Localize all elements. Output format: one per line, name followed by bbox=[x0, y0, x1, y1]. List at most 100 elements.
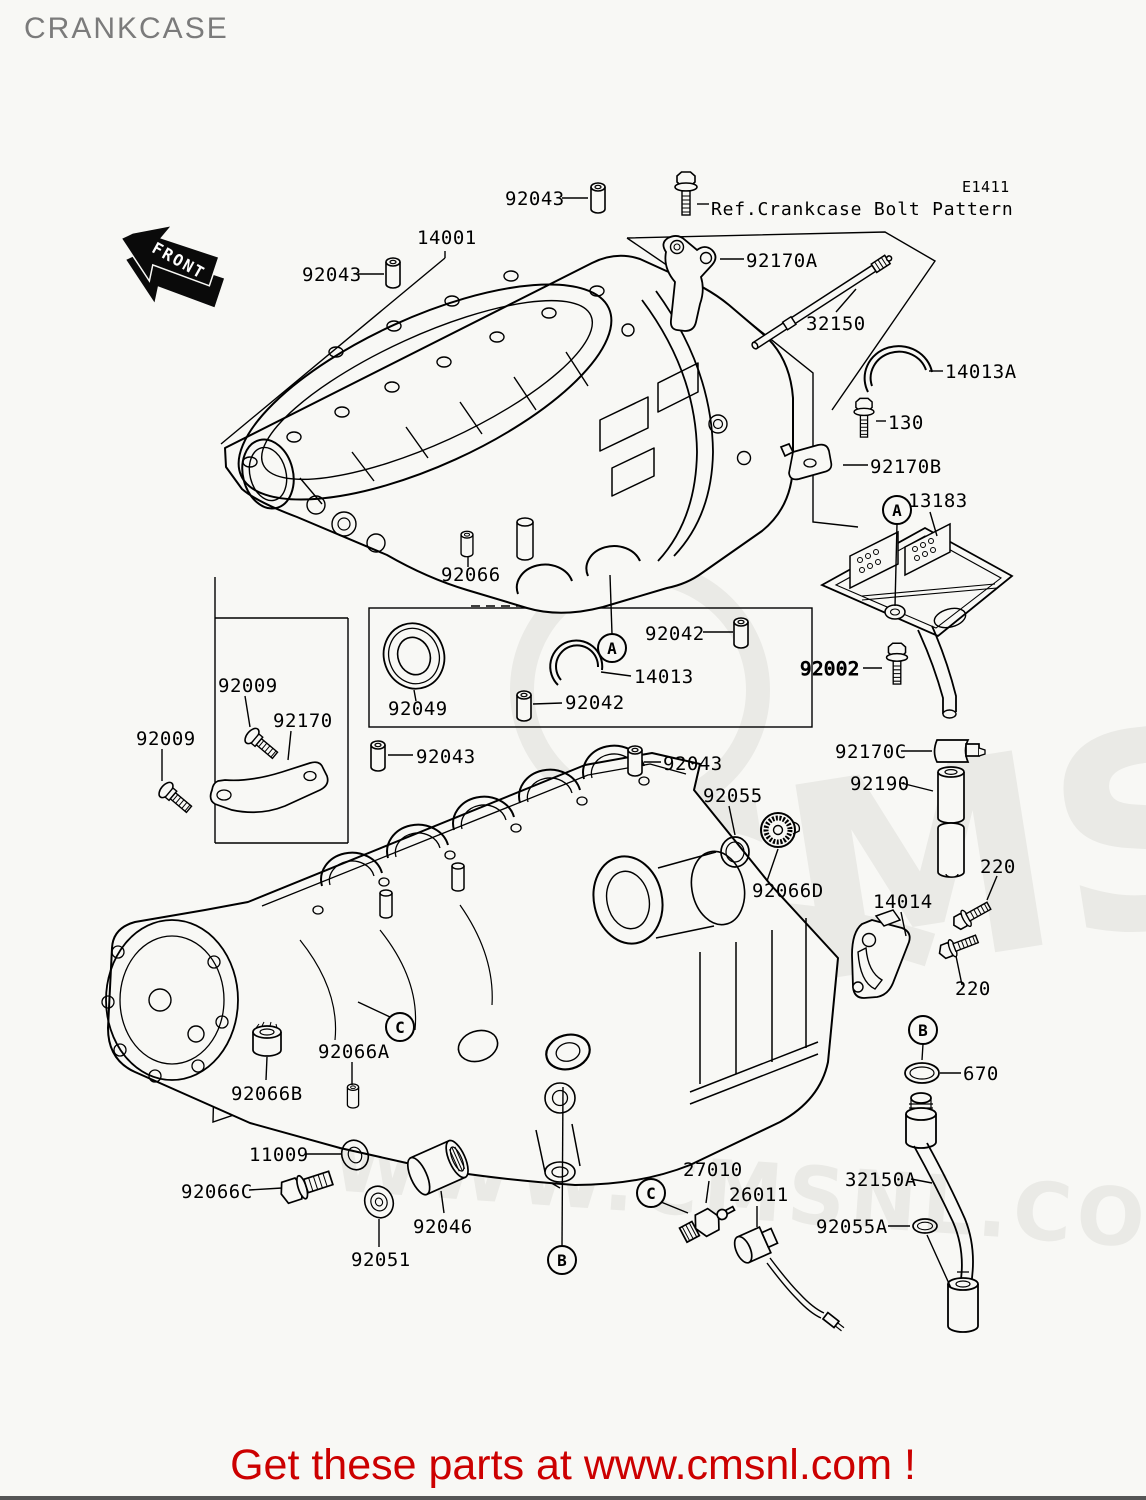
leader-circle-C-5 bbox=[660, 1201, 689, 1214]
leader-92170 bbox=[287, 730, 292, 761]
callout-14013A: 14013A bbox=[945, 361, 1017, 383]
svg-text:C: C bbox=[646, 1184, 656, 1203]
part-dowel-92043-left bbox=[385, 257, 401, 289]
bottom-bar bbox=[0, 1496, 1146, 1500]
part-plate-13183 bbox=[819, 522, 1014, 719]
leader-circle-B-3 bbox=[561, 1086, 564, 1247]
callout-92002: 92002 bbox=[800, 658, 882, 681]
front-arrow-icon: FRONT bbox=[120, 224, 225, 308]
ref-circle-a-1: A bbox=[597, 633, 627, 663]
part-seal-11009 bbox=[340, 1139, 370, 1171]
callout-32150: 32150 bbox=[806, 313, 866, 335]
part-sensor-26011 bbox=[733, 1226, 845, 1332]
callout-32150A: 32150A bbox=[845, 1169, 917, 1191]
callout-92042-right: 92042 bbox=[645, 623, 705, 645]
callout-130: 130 bbox=[888, 412, 924, 434]
leader-220-top bbox=[986, 875, 998, 901]
callout-92043-top: 92043 bbox=[505, 188, 565, 210]
callout-220-bottom: 220 bbox=[955, 978, 991, 1000]
part-oring-670 bbox=[904, 1062, 940, 1084]
callout-92043-c1: 92043 bbox=[416, 746, 476, 768]
leader-circle-A-1 bbox=[609, 574, 613, 635]
callout-92066B: 92066B bbox=[231, 1083, 303, 1105]
svg-text:A: A bbox=[892, 501, 902, 520]
callout-92066C: 92066C bbox=[181, 1181, 253, 1203]
leader-92009-top bbox=[244, 695, 251, 728]
callout-92055A: 92055A bbox=[816, 1216, 888, 1238]
upper-crankcase-art bbox=[224, 254, 794, 614]
part-pipe-32150A bbox=[905, 1092, 979, 1333]
callout-92046: 92046 bbox=[413, 1216, 473, 1238]
page-title: CRANKCASE bbox=[24, 12, 229, 45]
ref-circle-c-4: C bbox=[385, 1012, 415, 1042]
part-plug-92066A bbox=[346, 1083, 360, 1109]
leader-circle-A-0 bbox=[894, 523, 898, 607]
callout-670: 670 bbox=[963, 1063, 999, 1085]
svg-text:B: B bbox=[918, 1021, 928, 1040]
svg-text:92002: 92002 bbox=[800, 658, 860, 680]
leader-92055A bbox=[926, 1234, 952, 1289]
leader-32150 bbox=[835, 288, 857, 313]
callout-92170: 92170 bbox=[273, 710, 333, 732]
leader-14014 bbox=[900, 911, 907, 937]
callout-92170B: 92170B bbox=[870, 456, 942, 478]
leader-circle-C-4 bbox=[357, 1001, 391, 1018]
leader-circle-B-2 bbox=[921, 1043, 924, 1061]
leader-92066C bbox=[248, 1187, 283, 1191]
part-oil-seal-92049 bbox=[382, 622, 446, 690]
callout-92051: 92051 bbox=[351, 1249, 411, 1271]
leader-92190 bbox=[900, 782, 934, 792]
part-bracket-92170B bbox=[779, 442, 833, 481]
leader-92055 bbox=[728, 805, 736, 836]
part-bracket-92170A bbox=[662, 235, 717, 332]
callout-11009: 11009 bbox=[249, 1144, 309, 1166]
callout-13183: 13183 bbox=[908, 490, 968, 512]
callout-92170C: 92170C bbox=[835, 741, 907, 763]
ref-circle-a-0: A bbox=[882, 495, 912, 525]
part-dowel-92043-c1 bbox=[370, 740, 386, 772]
leader-32150A bbox=[910, 1178, 933, 1184]
part-halfring-14013A bbox=[863, 345, 933, 393]
part-dowel-92043-c2 bbox=[627, 745, 643, 777]
leader-14013 bbox=[600, 671, 632, 677]
part-bearing-92046 bbox=[406, 1139, 469, 1196]
callout-26011: 26011 bbox=[729, 1184, 789, 1206]
leader-13183 bbox=[929, 511, 938, 537]
part-seal-92051 bbox=[363, 1185, 395, 1219]
callout-e1411: E1411 bbox=[962, 178, 1010, 196]
leader-92046 bbox=[440, 1190, 445, 1214]
callout-92042-center: 92042 bbox=[565, 692, 625, 714]
part-plug-92066D bbox=[760, 812, 801, 848]
parts-art: 92002 bbox=[155, 171, 1014, 1333]
leader-92066B bbox=[265, 1056, 268, 1081]
part-oring-92055 bbox=[720, 836, 750, 868]
leader-92049 bbox=[413, 689, 417, 702]
part-dowel-92042-right bbox=[733, 617, 749, 649]
part-halfring-14013 bbox=[549, 639, 604, 686]
callout-92170A: 92170A bbox=[746, 250, 818, 272]
part-tube-92190 bbox=[937, 766, 965, 878]
part-bolt-92002 bbox=[885, 642, 909, 685]
part-plug-92066B bbox=[252, 1021, 282, 1057]
svg-text:B: B bbox=[557, 1251, 567, 1270]
leader-92066D bbox=[766, 848, 779, 882]
callout-ref-note: Ref.Crankcase Bolt Pattern bbox=[711, 199, 1014, 220]
callout-92043-c2: 92043 bbox=[663, 753, 723, 775]
callout-92055: 92055 bbox=[703, 785, 763, 807]
ref-circle-b-2: B bbox=[908, 1015, 938, 1045]
part-switch-27010 bbox=[678, 1205, 736, 1244]
leader-92042-center bbox=[532, 702, 563, 705]
leader-14001 bbox=[220, 257, 446, 445]
callout-92009-top: 92009 bbox=[218, 675, 278, 697]
leader-27010 bbox=[705, 1180, 710, 1204]
part-plug-92066C bbox=[280, 1170, 334, 1205]
part-screw-92009-left bbox=[155, 779, 196, 817]
callout-92190: 92190 bbox=[850, 773, 910, 795]
callout-92066A: 92066A bbox=[318, 1041, 390, 1063]
part-clamp-92170C bbox=[933, 739, 986, 763]
part-rod-32150 bbox=[751, 254, 893, 350]
part-dowel-92066 bbox=[460, 530, 474, 558]
